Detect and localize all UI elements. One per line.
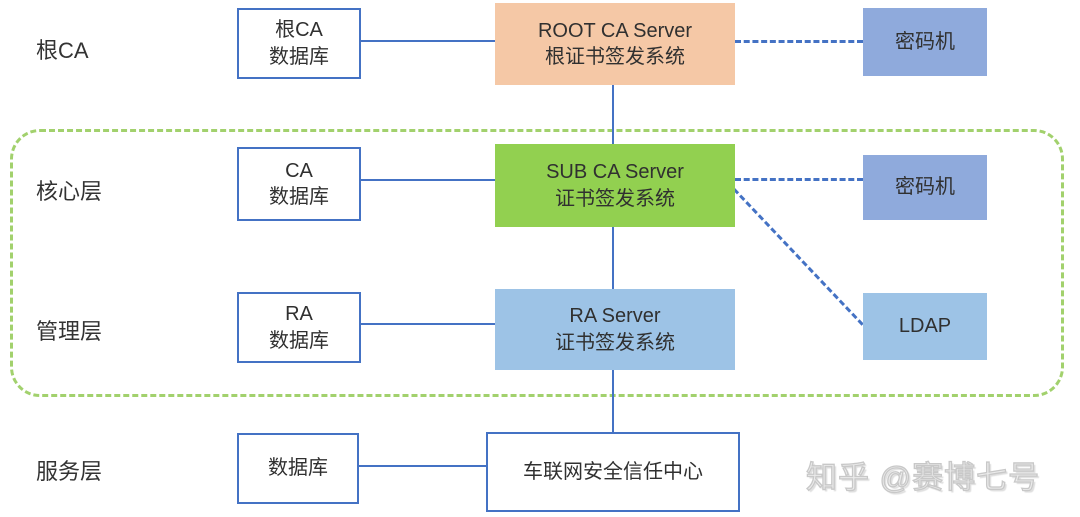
node-label: 根CA bbox=[275, 19, 323, 42]
node-label: LDAP bbox=[898, 315, 952, 338]
node-label: SUB CA Server bbox=[546, 161, 684, 184]
node-label: 根证书签发系统 bbox=[545, 46, 685, 68]
node-hsm-root: 密码机 bbox=[863, 8, 987, 76]
node-label: ROOT CA Server bbox=[537, 19, 693, 42]
row-label-root-ca: 根CA bbox=[36, 38, 89, 63]
node-ldap: LDAP bbox=[863, 293, 987, 360]
row-label-service-layer: 服务层 bbox=[36, 459, 103, 484]
node-root-ca-server: ROOT CA Server 根证书签发系统 bbox=[495, 3, 735, 85]
node-label: 数据库 bbox=[269, 45, 329, 68]
connector-svcdb-trust bbox=[355, 465, 486, 467]
node-root-ca-database: 根CA 数据库 bbox=[237, 8, 361, 79]
node-label: 数据库 bbox=[268, 457, 328, 480]
node-label: RA bbox=[285, 303, 313, 326]
node-label: 证书签发系统 bbox=[555, 331, 675, 354]
connector-rootca-subca bbox=[612, 85, 614, 144]
node-label: 密码机 bbox=[895, 176, 955, 199]
connector-subca-raserver bbox=[612, 227, 614, 289]
node-ca-database: CA 数据库 bbox=[237, 147, 361, 221]
connector-radb-raserver bbox=[357, 323, 495, 325]
dashed-connector-rootca-hsm bbox=[735, 40, 863, 43]
connector-cadb-subca bbox=[357, 179, 495, 181]
node-service-database: 数据库 bbox=[237, 433, 359, 504]
connector-raserver-trust bbox=[612, 370, 614, 432]
row-label-core-layer: 核心层 bbox=[36, 179, 103, 204]
zhihu-watermark: 知乎 @赛博七号 bbox=[805, 459, 1041, 495]
node-label: RA Server bbox=[569, 305, 661, 328]
connector-rootdb-rootca bbox=[357, 40, 495, 42]
node-hsm-core: 密码机 bbox=[863, 155, 987, 220]
node-sub-ca-server: SUB CA Server 证书签发系统 bbox=[495, 144, 735, 227]
row-label-management-layer: 管理层 bbox=[36, 319, 103, 344]
node-ra-database: RA 数据库 bbox=[237, 292, 361, 363]
node-iov-security-trust-center: 车联网安全信任中心 bbox=[486, 432, 740, 512]
node-label: 数据库 bbox=[269, 329, 329, 352]
node-ra-server: RA Server 证书签发系统 bbox=[495, 289, 735, 370]
core-management-zone-border bbox=[10, 129, 1064, 397]
node-label: 车联网安全信任中心 bbox=[523, 460, 703, 483]
dashed-connector-subca-hsm bbox=[735, 178, 863, 181]
node-label: CA bbox=[285, 159, 313, 182]
node-label: 密码机 bbox=[895, 30, 955, 53]
node-label: 证书签发系统 bbox=[555, 187, 675, 210]
node-label: 数据库 bbox=[269, 186, 329, 208]
